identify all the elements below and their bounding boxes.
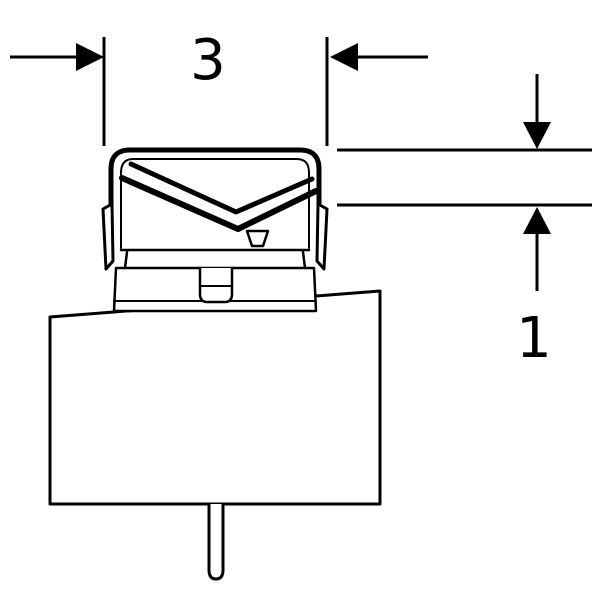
cap-inner-wall: [120, 158, 310, 249]
flapper-plate-upper-edge: [128, 161, 315, 215]
neck-left-line: [123, 250, 129, 270]
right-clip: [315, 202, 329, 271]
valve-body: [48, 289, 382, 506]
height-dimension: 1: [337, 74, 592, 371]
flapper-seal-tab: [245, 229, 270, 248]
width-dimension: 3: [10, 28, 428, 146]
arrowhead-left-icon: [330, 43, 358, 71]
arrowhead-right-icon: [76, 43, 104, 71]
height-dimension-label: 1: [516, 306, 552, 371]
arrowhead-up-icon: [523, 207, 551, 234]
neck-right-line: [301, 250, 307, 270]
arrowhead-down-icon: [523, 122, 551, 149]
flapper-plate-lower-edge: [119, 175, 319, 232]
valve-part-drawing: [48, 147, 382, 581]
valve-pin: [207, 502, 225, 581]
left-clip: [101, 202, 115, 271]
width-dimension-label: 3: [190, 28, 226, 93]
